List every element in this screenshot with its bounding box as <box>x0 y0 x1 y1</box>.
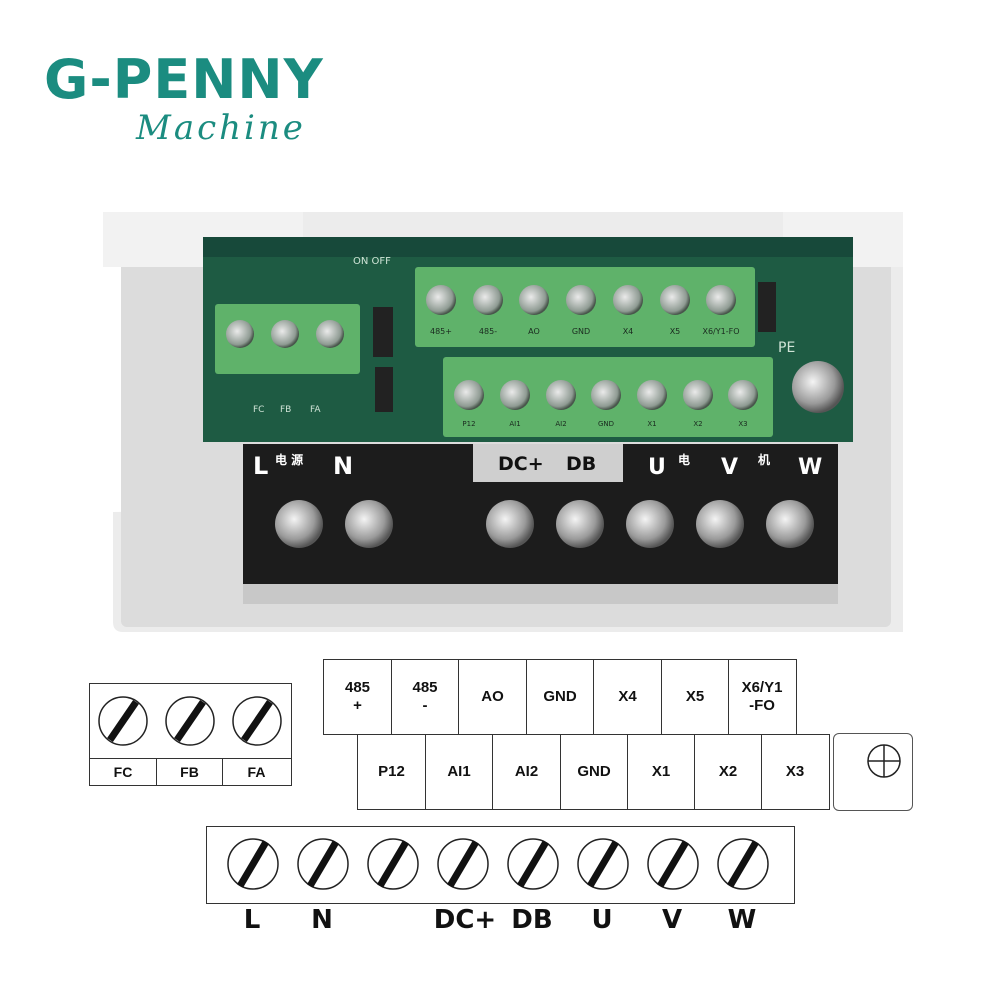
brand-name: G-PENNY <box>44 48 324 111</box>
terminal-label-x3: X3 <box>785 763 805 780</box>
control-screws-top <box>426 285 736 315</box>
photo-label-n: N <box>333 452 353 480</box>
relay-label-row: FC FB FA <box>90 758 291 785</box>
pe-terminal-diagram <box>833 733 913 811</box>
photo-label-cn1: 电 源 <box>275 452 303 467</box>
terminal-label-gnd-bottom: GND <box>561 735 628 809</box>
power-screws <box>275 500 814 548</box>
photo-label-cn2: 电 <box>678 452 690 467</box>
photo-label-x4: X4 <box>623 327 634 336</box>
power-screws-diagram <box>227 838 769 890</box>
photo-label-dc: DC+ <box>498 453 544 475</box>
photo-label-x3: X3 <box>738 420 747 428</box>
terminal-label-fb: FB <box>157 759 223 785</box>
pe-screw <box>792 361 844 413</box>
power-label-dc-plus: DC+ <box>433 905 497 935</box>
terminal-label-485-plus: 485+ <box>324 660 392 734</box>
terminal-label-ai1: AI1 <box>426 735 493 809</box>
power-label-v: V <box>661 905 683 935</box>
power-terminal-diagram <box>206 826 795 904</box>
terminal-photo: ON OFF 485+ 485- AO GND X4 X5 X6/Y1-FO P… <box>103 212 903 632</box>
photo-label-cn3: 机 <box>758 452 770 467</box>
terminal-label-x2: X2 <box>695 735 762 809</box>
photo-label-fb: FB <box>280 405 291 415</box>
photo-label-gnd2: GND <box>598 420 614 428</box>
photo-label-ai2: AI2 <box>555 420 566 428</box>
terminal-label-485-minus: 485- <box>392 660 459 734</box>
photo-label-ao: AO <box>528 327 540 336</box>
terminal-label-gnd-top: GND <box>527 660 594 734</box>
photo-label-fa: FA <box>310 405 321 415</box>
plus-circle-icon <box>867 744 901 778</box>
power-label-n: N <box>311 905 333 935</box>
photo-label-u: U <box>648 455 666 480</box>
photo-label-x6: X6/Y1-FO <box>702 327 739 336</box>
terminal-label-fa: FA <box>247 764 266 780</box>
terminal-label-fc: FC <box>90 759 157 785</box>
brand-subtitle: Machine <box>136 108 306 148</box>
brand-logo: G-PENNY Machine <box>44 50 364 150</box>
photo-label-485p: 485+ <box>430 327 452 336</box>
jumper-text: ON OFF <box>353 256 391 267</box>
relay-terminal-diagram: FC FB FA <box>89 683 292 786</box>
terminal-label-ai2: AI2 <box>493 735 561 809</box>
terminal-label-x4: X4 <box>594 660 662 734</box>
photo-label-p12: P12 <box>462 420 475 428</box>
terminal-label-p12: P12 <box>358 735 426 809</box>
power-label-db: DB <box>511 905 553 935</box>
photo-label-fc: FC <box>253 405 264 415</box>
terminal-label-x1: X1 <box>628 735 695 809</box>
power-label-u: U <box>591 905 613 935</box>
photo-label-x2: X2 <box>693 420 702 428</box>
photo-label-l: L <box>253 452 268 480</box>
terminal-label-x6-y1-fo: X6/Y1-FO <box>741 679 783 714</box>
terminal-label-x5: X5 <box>662 660 729 734</box>
photo-label-485n: 485- <box>479 327 497 336</box>
terminal-label-ao: AO <box>459 660 527 734</box>
photo-label-x5: X5 <box>670 327 681 336</box>
photo-pe-text: PE <box>778 340 795 356</box>
control-terminal-bottom-diagram: P12 AI1 AI2 GND X1 X2 X3 <box>357 734 830 810</box>
relay-screws <box>98 696 282 746</box>
photo-label-w: W <box>798 455 822 480</box>
power-strip <box>243 482 838 584</box>
power-label-w: W <box>727 905 757 935</box>
power-label-l: L <box>243 905 261 935</box>
photo-label-v: V <box>721 455 738 480</box>
photo-label-x1: X1 <box>647 420 656 428</box>
photo-label-ai1: AI1 <box>509 420 520 428</box>
control-terminal-top-diagram: 485+ 485- AO GND X4 X5 X6/Y1-FO <box>323 659 797 735</box>
photo-label-gnd: GND <box>572 327 590 336</box>
photo-label-db: DB <box>566 453 596 475</box>
